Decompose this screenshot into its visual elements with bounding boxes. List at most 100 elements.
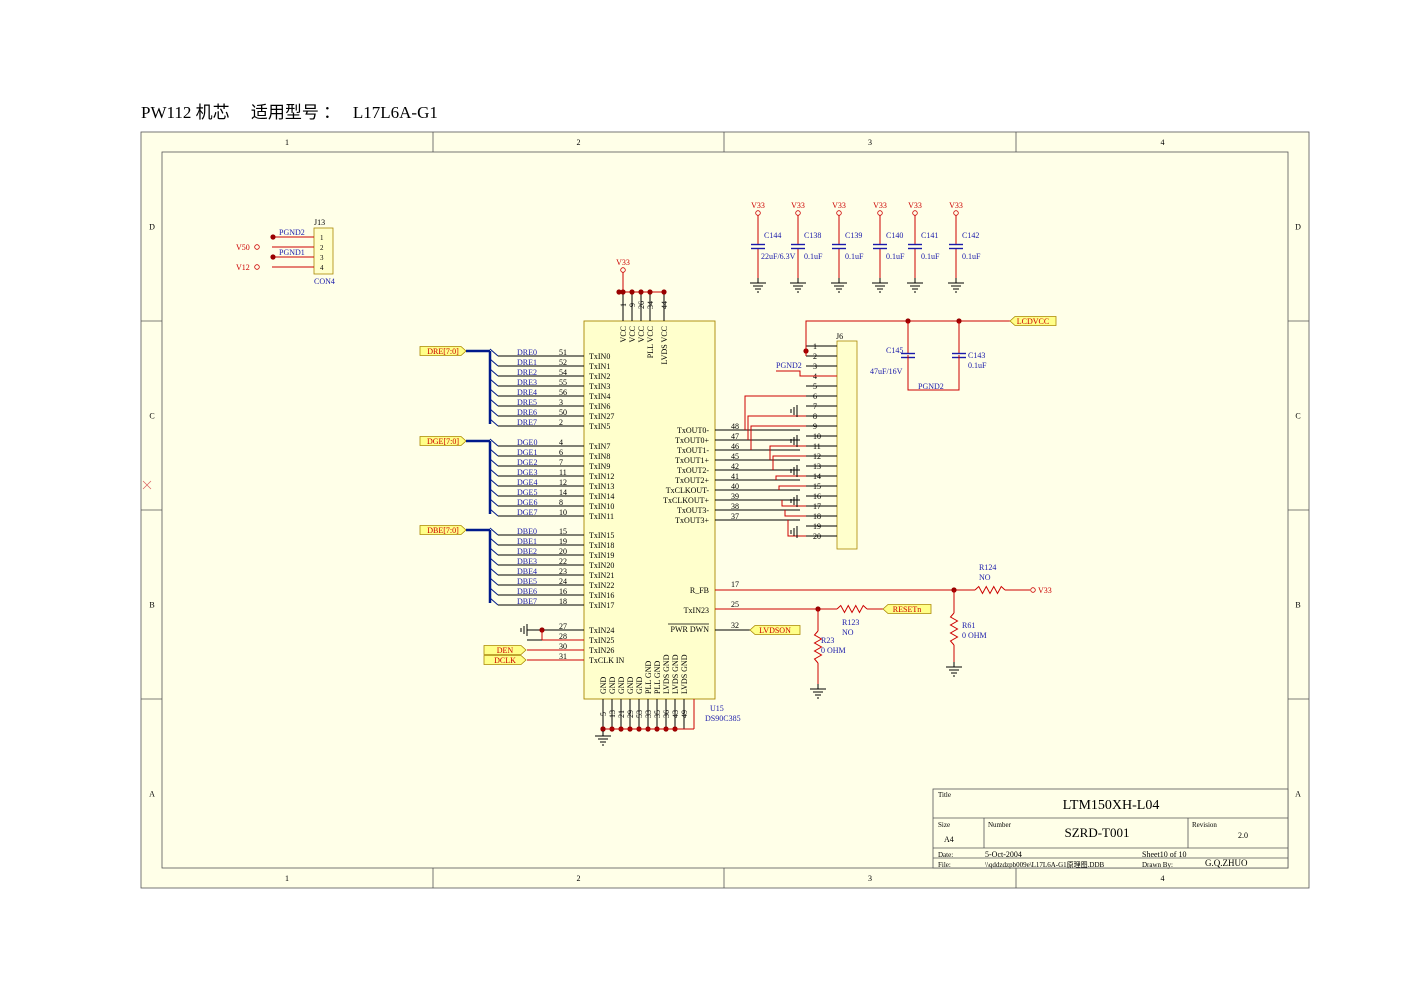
u15-pin-number: 52 bbox=[559, 358, 567, 367]
net-label: DRE0 bbox=[517, 348, 537, 357]
power-port bbox=[254, 264, 260, 270]
capacitor-symbol bbox=[949, 215, 963, 278]
u15-pin-number: 46 bbox=[731, 442, 739, 451]
u15-pin-name: TxIN2 bbox=[589, 372, 610, 381]
u15-pin-number: 21 bbox=[617, 710, 626, 718]
bus-label: DRE[7:0] bbox=[427, 347, 459, 356]
u15-pin-number: 33 bbox=[644, 710, 653, 718]
bus-entry bbox=[489, 438, 499, 447]
tb-date-label: Date: bbox=[938, 851, 953, 859]
ground-icon bbox=[790, 278, 806, 293]
u15-pin-number: 45 bbox=[731, 452, 739, 461]
u15-pin-number: 5 bbox=[599, 712, 608, 716]
net-label: DBE5 bbox=[517, 577, 537, 586]
col-marker: 4 bbox=[1161, 138, 1165, 147]
net-pgnd1: PGND1 bbox=[279, 248, 305, 257]
u15-pin-number: 12 bbox=[559, 478, 567, 487]
tb-file-label: File: bbox=[938, 861, 951, 869]
u15-pin-number: 17 bbox=[731, 580, 739, 589]
r23-value: 0 OHM bbox=[821, 646, 846, 655]
u15-pin-name: TxCLKOUT- bbox=[666, 486, 710, 495]
wire bbox=[907, 355, 960, 391]
net-label: DGE0 bbox=[517, 438, 537, 447]
u15-pin-number: 18 bbox=[559, 597, 567, 606]
net-label: DBE0 bbox=[517, 527, 537, 536]
cap-power-label: V33 bbox=[791, 201, 805, 210]
net-label: DGE7 bbox=[517, 508, 537, 517]
u15-pin-name: LVDS GND bbox=[662, 654, 671, 694]
u15-pin-name: TxIN23 bbox=[684, 606, 709, 615]
u15-pin-name: TxIN10 bbox=[589, 502, 614, 511]
j6-ref: J6 bbox=[836, 332, 843, 341]
u15-pin-name: GND bbox=[617, 676, 626, 694]
junction-dot bbox=[270, 254, 276, 260]
u15-pin-number: 48 bbox=[731, 422, 739, 431]
u15-pin-name: GND bbox=[635, 676, 644, 694]
u15-pin-name: LVDS GND bbox=[680, 654, 689, 694]
u15-pin-number: 54 bbox=[559, 368, 567, 377]
u15-pin-name: TxOUT3- bbox=[677, 506, 709, 515]
j13-value: CON4 bbox=[314, 277, 335, 286]
bus-entry bbox=[489, 448, 499, 457]
wire bbox=[776, 370, 837, 377]
net-dclk-flag bbox=[483, 655, 527, 665]
u15-pin-name: TxCLKOUT+ bbox=[663, 496, 709, 505]
bus-entry bbox=[489, 368, 499, 377]
net-label: DRE7 bbox=[517, 418, 537, 427]
c145-value: 47uF/16V bbox=[870, 367, 903, 376]
u15-pin-number: 32 bbox=[731, 621, 739, 630]
u15-pin-name: TxIN11 bbox=[589, 512, 614, 521]
u15-pin-name: TxIN0 bbox=[589, 352, 610, 361]
cap-ref: C139 bbox=[845, 231, 862, 240]
bus-entry bbox=[489, 458, 499, 467]
u15-pin-number: 47 bbox=[731, 432, 739, 441]
u15-pin-number: 35 bbox=[653, 710, 662, 718]
u15-pin-number: 8 bbox=[559, 498, 563, 507]
u15-pin-number: 34 bbox=[646, 301, 655, 309]
u15-pin-number: 14 bbox=[559, 488, 567, 497]
capacitor-symbol bbox=[832, 215, 846, 278]
u15-pin-name: R_FB bbox=[690, 586, 709, 595]
r61-value: 0 OHM bbox=[962, 631, 987, 640]
tb-revision-label: Revision bbox=[1192, 821, 1217, 829]
net-v12: V12 bbox=[236, 263, 250, 272]
u15-vcc-net: V33 bbox=[616, 258, 630, 267]
u15-pin-number: 7 bbox=[559, 458, 563, 467]
u15-pin-name: TxIN27 bbox=[589, 412, 614, 421]
u15-pin-number: 44 bbox=[660, 301, 669, 309]
cap-value: 0.1uF bbox=[886, 252, 905, 261]
bus-label-flag bbox=[419, 346, 467, 356]
junction-dot bbox=[600, 726, 606, 732]
u15-pin-number: 20 bbox=[559, 547, 567, 556]
resistor-symbol bbox=[949, 612, 959, 646]
connector-j6: J61234567891011121314151617181920LCDVCCC… bbox=[776, 316, 1057, 550]
u15-pin-name: GND bbox=[599, 676, 608, 694]
net-label: DGE4 bbox=[517, 478, 537, 487]
u15-pin-name: TxIN20 bbox=[589, 561, 614, 570]
junction-dot bbox=[647, 289, 653, 295]
col-marker: 1 bbox=[285, 874, 289, 883]
junction-dot bbox=[270, 234, 276, 240]
r124-ref: R124 bbox=[979, 563, 996, 572]
row-marker: B bbox=[149, 601, 154, 610]
u15-pin-number: 31 bbox=[559, 652, 567, 661]
cap-ref: C140 bbox=[886, 231, 903, 240]
bus-entry bbox=[489, 527, 499, 536]
bus-entry bbox=[489, 557, 499, 566]
u15-pin-name: VCC bbox=[628, 326, 637, 342]
bus-label: DBE[7:0] bbox=[427, 526, 459, 535]
u15-pin-name: TxIN17 bbox=[589, 601, 614, 610]
net-label: DBE1 bbox=[517, 537, 537, 546]
ground-icon bbox=[946, 662, 962, 677]
j13-pin-number: 4 bbox=[320, 264, 324, 272]
u15-pin-number: 41 bbox=[731, 472, 739, 481]
net-lvdson: LVDSON bbox=[759, 626, 791, 635]
net-label: DBE6 bbox=[517, 587, 537, 596]
u15-pin-name: TxOUT0+ bbox=[675, 436, 709, 445]
bus-entry bbox=[489, 597, 499, 606]
net-label: DBE4 bbox=[517, 567, 537, 576]
u15-pin-number: 55 bbox=[559, 378, 567, 387]
row-marker: A bbox=[1295, 790, 1301, 799]
